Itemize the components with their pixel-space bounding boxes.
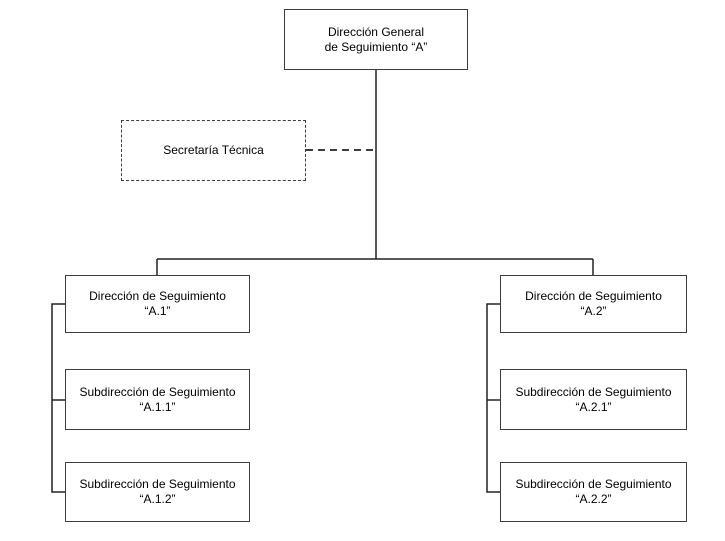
connector-left-bracket <box>51 303 65 493</box>
org-box-label-line2: “A.1.2” <box>139 492 176 506</box>
connector-right-bracket <box>486 303 500 493</box>
org-box-direccion-general-a: Dirección General de Seguimiento “A” <box>284 9 468 70</box>
org-box-label-line1: Subdirección de Seguimiento <box>79 477 236 491</box>
org-box-label-line2: “A.2.2” <box>575 492 612 506</box>
org-box-label-line2: “A.1” <box>144 304 171 318</box>
org-box-subdireccion-a22: Subdirección de Seguimiento “A.2.2” <box>500 462 687 522</box>
org-box-direccion-a2: Dirección de Seguimiento “A.2” <box>500 275 687 333</box>
org-box-label-line1: Subdirección de Seguimiento <box>515 477 672 491</box>
org-box-label-line1: Subdirección de Seguimiento <box>79 384 236 399</box>
org-box-secretaria-tecnica: Secretaría Técnica <box>121 120 306 181</box>
org-box-label-line1: Secretaría Técnica <box>163 143 264 157</box>
org-box-direccion-a1: Dirección de Seguimiento “A.1” <box>65 275 250 333</box>
org-box-subdireccion-a21: Subdirección de Seguimiento “A.2.1” <box>500 369 687 430</box>
org-box-subdireccion-a12: Subdirección de Seguimiento “A.1.2” <box>65 462 250 522</box>
org-box-label-line2: “A.1.1” <box>139 399 176 414</box>
org-box-label-line2: “A.2” <box>580 304 607 318</box>
org-box-label-line2: “A.2.1” <box>575 399 612 414</box>
org-box-label-line1: Dirección de Seguimiento <box>89 289 226 303</box>
org-box-label-line1: Subdirección de Seguimiento <box>515 384 672 399</box>
org-box-label-line2: de Seguimiento “A” <box>324 39 428 54</box>
connector-trunk-and-split <box>156 70 594 276</box>
org-box-label-line1: Dirección de Seguimiento <box>525 289 662 303</box>
org-box-subdireccion-a11: Subdirección de Seguimiento “A.1.1” <box>65 369 250 430</box>
org-box-label-line1: Dirección General <box>327 24 425 39</box>
